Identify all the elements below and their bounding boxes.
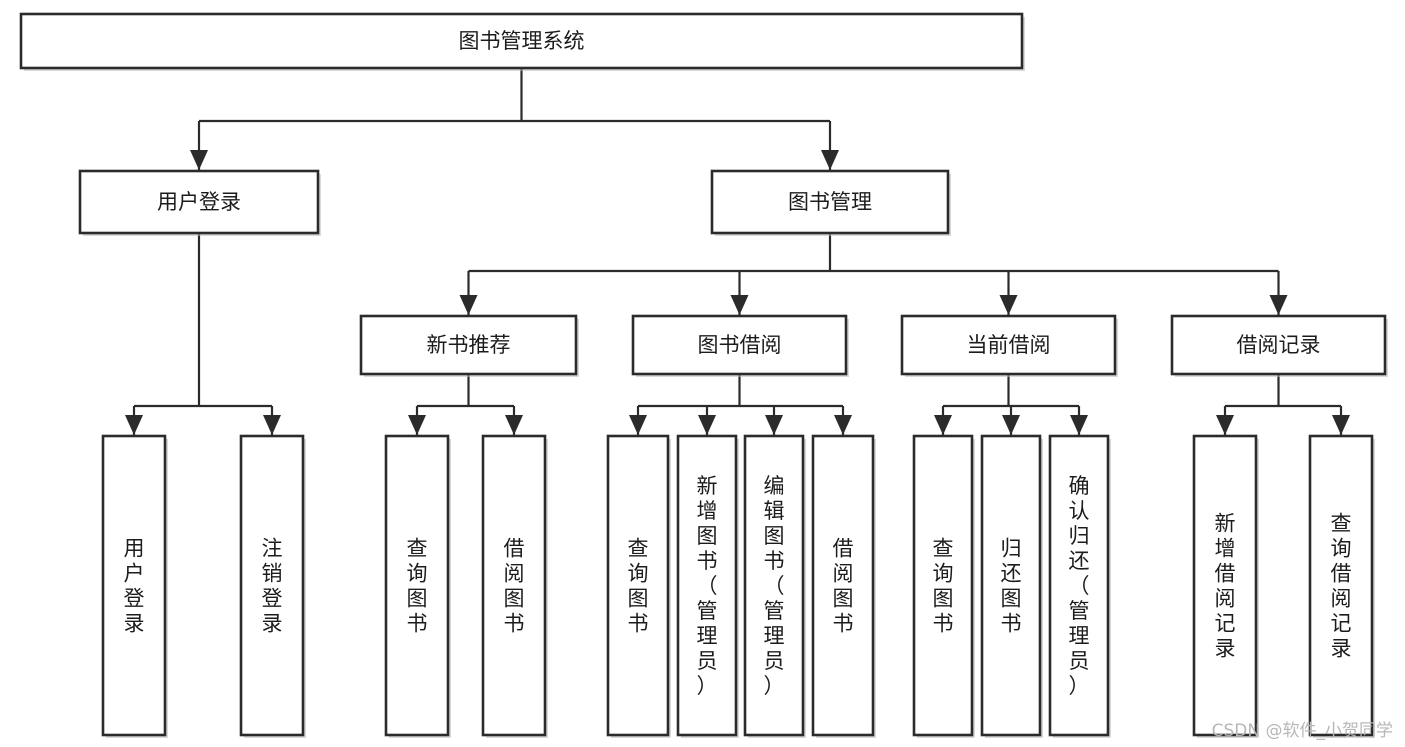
node-label: 图书借阅 <box>698 333 782 357</box>
connector-l1-book-manage <box>459 233 1288 315</box>
node-box[interactable] <box>19 12 1024 70</box>
node-leaf-borrow-query-book[interactable]: 查询图书 <box>606 434 671 738</box>
node-leaf-cur-confirm-return[interactable]: 确认归还（管理员） <box>1048 434 1111 738</box>
node-leaf-user-login[interactable]: 用户登录 <box>101 434 168 738</box>
connector-l1-user-login <box>125 233 281 435</box>
node-box[interactable] <box>900 314 1117 376</box>
node-label: 图书管理系统 <box>459 29 585 53</box>
node-leaf-cur-query-book[interactable]: 查询图书 <box>912 434 975 738</box>
connector-l2-borrow-record <box>1216 374 1350 435</box>
connector-layer <box>125 68 1350 435</box>
arrow-head-icon <box>629 415 647 435</box>
arrow-head-icon <box>1269 295 1288 315</box>
arrow-head-icon <box>1332 415 1350 435</box>
node-box[interactable] <box>384 434 450 737</box>
node-box[interactable] <box>743 434 805 737</box>
arrow-head-icon <box>1002 415 1020 435</box>
arrow-head-icon <box>934 415 952 435</box>
node-l2-current-borrow[interactable]: 当前借阅 <box>900 314 1118 377</box>
arrow-head-icon <box>730 295 749 315</box>
arrow-head-icon <box>999 295 1018 315</box>
arrow-head-icon <box>834 415 852 435</box>
node-label: 用户登录 <box>124 537 145 636</box>
node-box[interactable] <box>811 434 875 737</box>
node-leaf-rec-borrow-book[interactable]: 借阅图书 <box>481 434 548 738</box>
node-label: 当前借阅 <box>967 333 1051 357</box>
node-label: 编辑图书（管理员） <box>764 474 785 698</box>
node-root[interactable]: 图书管理系统 <box>19 12 1025 71</box>
node-l2-new-book-rec[interactable]: 新书推荐 <box>359 314 579 377</box>
node-label: 新书推荐 <box>427 333 511 357</box>
node-box[interactable] <box>481 434 547 737</box>
arrow-head-icon <box>505 415 523 435</box>
node-box[interactable] <box>912 434 974 737</box>
node-leaf-rec-query-record[interactable]: 查询借阅记录 <box>1308 434 1375 738</box>
node-leaf-borrow-borrow-book[interactable]: 借阅图书 <box>811 434 876 738</box>
arrow-head-icon <box>263 415 281 435</box>
node-label: 查询图书 <box>407 537 428 636</box>
arrow-head-icon <box>698 415 716 435</box>
node-leaf-logout-login[interactable]: 注销登录 <box>239 434 306 738</box>
arrow-head-icon <box>1216 415 1234 435</box>
arrow-head-icon <box>125 415 143 435</box>
node-layer: 图书管理系统用户登录图书管理新书推荐图书借阅当前借阅借阅记录用户登录注销登录查询… <box>19 12 1388 738</box>
node-leaf-cur-return-book[interactable]: 归还图书 <box>980 434 1043 738</box>
node-box[interactable] <box>359 314 578 376</box>
node-leaf-rec-add-record[interactable]: 新增借阅记录 <box>1192 434 1259 738</box>
node-box[interactable] <box>78 169 320 235</box>
node-label: 注销登录 <box>262 537 283 636</box>
node-label: 用户登录 <box>157 190 241 214</box>
node-label: 借阅图书 <box>504 537 525 636</box>
node-label: 确认归还（管理员） <box>1069 474 1090 698</box>
node-box[interactable] <box>710 169 950 235</box>
node-box[interactable] <box>606 434 670 737</box>
node-label: 查询图书 <box>933 537 954 636</box>
node-box[interactable] <box>1048 434 1110 737</box>
node-label: 查询借阅记录 <box>1331 512 1352 661</box>
arrow-head-icon <box>821 150 839 170</box>
connector-l2-book-borrow <box>629 374 852 435</box>
node-l2-book-borrow[interactable]: 图书借阅 <box>631 314 849 377</box>
node-label: 查询图书 <box>628 537 649 636</box>
arrow-head-icon <box>408 415 426 435</box>
connector-root <box>190 68 839 170</box>
node-label: 新增借阅记录 <box>1215 512 1236 661</box>
node-label: 归还图书 <box>1001 537 1022 636</box>
node-leaf-borrow-add-book[interactable]: 新增图书（管理员） <box>676 434 739 738</box>
node-box[interactable] <box>1192 434 1258 737</box>
node-box[interactable] <box>1308 434 1374 737</box>
arrow-head-icon <box>190 150 208 170</box>
node-l2-borrow-record[interactable]: 借阅记录 <box>1170 314 1388 377</box>
node-box[interactable] <box>631 314 848 376</box>
node-box[interactable] <box>239 434 305 737</box>
node-label: 新增图书（管理员） <box>697 474 718 698</box>
node-l1-user-login[interactable]: 用户登录 <box>78 169 321 236</box>
node-box[interactable] <box>1170 314 1387 376</box>
connector-l2-new-book-rec <box>408 374 523 435</box>
node-label: 图书管理 <box>788 190 872 214</box>
connector-l2-current-borrow <box>934 374 1088 435</box>
node-label: 借阅图书 <box>833 537 854 636</box>
arrow-head-icon <box>459 295 478 315</box>
node-l1-book-manage[interactable]: 图书管理 <box>710 169 951 236</box>
csdn-watermark: CSDN @软件_小贺同学 <box>1211 721 1393 741</box>
node-box[interactable] <box>676 434 738 737</box>
node-box[interactable] <box>980 434 1042 737</box>
node-leaf-borrow-edit-book[interactable]: 编辑图书（管理员） <box>743 434 806 738</box>
node-box[interactable] <box>101 434 167 737</box>
node-leaf-rec-query-book[interactable]: 查询图书 <box>384 434 451 738</box>
node-label: 借阅记录 <box>1237 333 1321 357</box>
arrow-head-icon <box>1070 415 1088 435</box>
arrow-head-icon <box>765 415 783 435</box>
